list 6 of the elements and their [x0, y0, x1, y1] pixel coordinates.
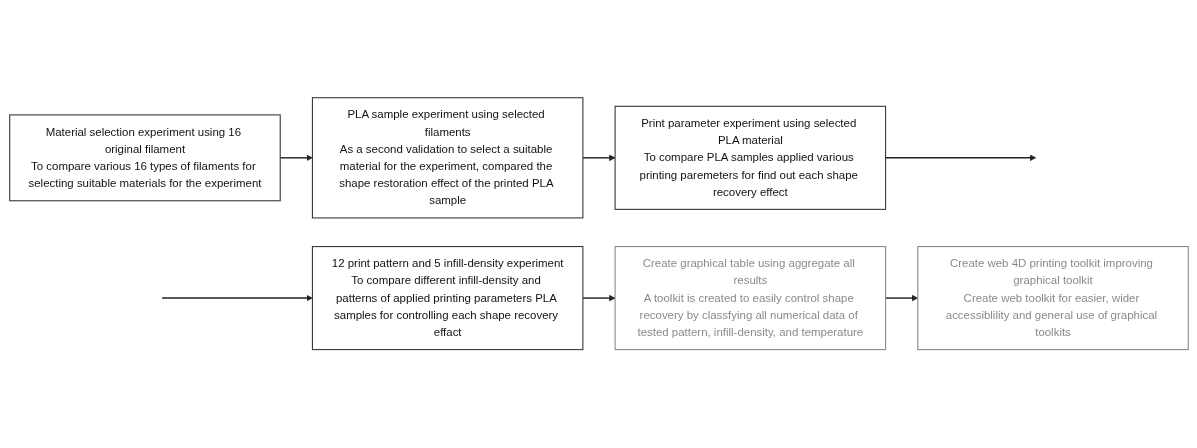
node-box: PLA sample experiment using selected filaments As a second validation to select a suitable material for the experiment, compared the shape restoration effect of the printed PLA sample: [311, 97, 583, 219]
node-box: Create graphical table using aggregate all results A toolkit is created to easily control shape recovery by classfying all numerical data of tested pattern, infill-density, and temperature: [614, 246, 886, 351]
node-box: Material selection experiment using 16 original filament To compare various 16 types of filaments for selecting suitable materials for the experiment: [8, 114, 281, 202]
node-box: 12 print pattern and 5 infill-density experiment To compare different infill-density and patterns of applied printing parameters PLA samples for controlling each shape recovery effact: [311, 246, 583, 351]
node-box: Print parameter experiment using selected PLA material To compare PLA samples applied various printing paremeters for find out each shape recovery effect: [614, 106, 886, 211]
node-box: Create web 4D printing toolkit improving graphical toolkit Create web toolkit for easier, wider accessiblility and general use of graphical toolkits: [916, 246, 1189, 351]
